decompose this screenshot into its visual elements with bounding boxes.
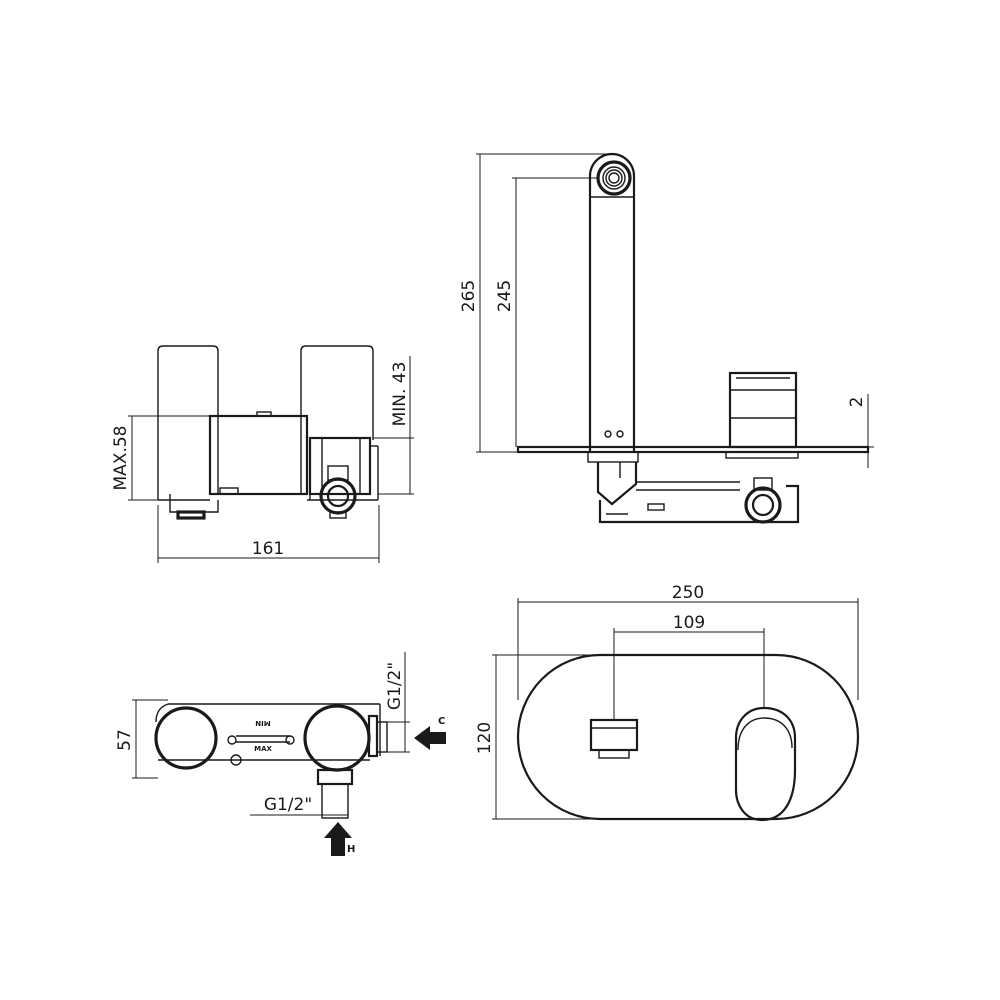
front-mixer-body (596, 462, 638, 506)
front-spout (588, 152, 636, 453)
top-cylinder-left (154, 706, 218, 770)
hot-arrow-icon (324, 822, 352, 856)
side-view: 161 MAX.58 MIN. 43 (111, 345, 414, 563)
dim-top-depth: 57 (115, 729, 135, 751)
dim-side-width: 161 (252, 539, 284, 559)
top-min-mark: MIN (255, 719, 271, 727)
plate-spout (589, 718, 639, 752)
front-inlet-fitting (744, 486, 782, 524)
dim-front-total-height: 265 (459, 280, 479, 312)
side-connector (308, 436, 372, 496)
hot-arrow-label: H (347, 844, 355, 855)
front-box-outline (598, 484, 800, 524)
plate-view: 250 109 120 (475, 583, 860, 822)
dim-plate-centers: 109 (673, 613, 705, 633)
plate-lever (734, 706, 797, 822)
dim-cold-inlet-thread: G1/2" (385, 662, 405, 710)
side-body (208, 414, 309, 496)
top-view: MIN MAX 57 G1/2" G1/2" C H (115, 652, 446, 856)
front-wall-plate (516, 445, 870, 454)
side-cylinder-left (157, 345, 219, 416)
side-cylinder-right (300, 345, 374, 440)
dim-side-max-height: MAX.58 (111, 426, 131, 491)
dim-plate-width: 250 (672, 583, 704, 603)
plate-outline (516, 653, 860, 821)
dim-front-spout-height: 245 (495, 280, 515, 312)
dim-side-min-depth: MIN. 43 (390, 362, 410, 427)
front-lever (728, 371, 798, 449)
cold-arrow-label: C (438, 716, 445, 727)
dim-plate-height: 120 (475, 722, 495, 754)
top-max-mark: MAX (254, 745, 272, 753)
front-view: 265 245 2 (459, 152, 874, 524)
cold-arrow-icon (414, 726, 446, 750)
dim-front-plate-thickness: 2 (847, 397, 867, 408)
side-inlet-fitting (319, 477, 357, 515)
side-bracket (169, 494, 219, 513)
dim-hot-inlet-thread: G1/2" (264, 795, 312, 815)
